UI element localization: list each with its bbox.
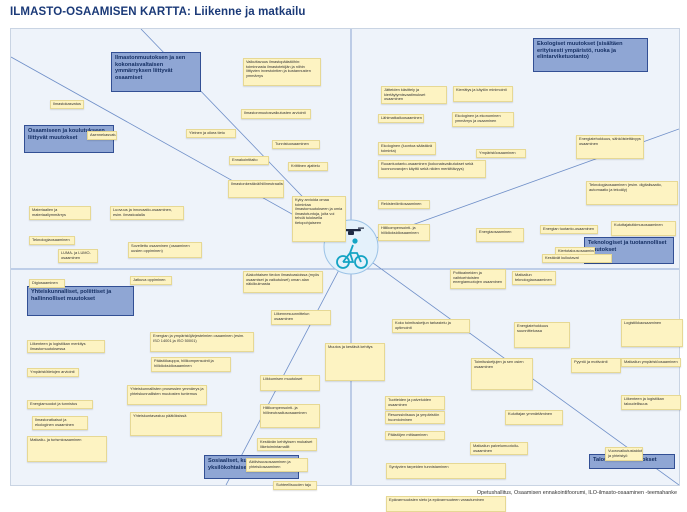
sticky-note: Yleinen ja oikea tieto (186, 129, 236, 138)
sticky-note: Koko toimitusketjun tarkastelu ja optimo… (392, 319, 470, 333)
sticky-note: Kestävät kulkutavat (542, 254, 612, 263)
sticky-note: Liikenteen ja logistiikan merkitys ilmas… (27, 340, 105, 354)
category-climate-change: Ilmastonmuutoksen ja sen kokonaisvaltais… (111, 52, 201, 92)
sticky-note: LUMA- ja LUMO-osaaminen (58, 249, 98, 263)
sticky-note: Energiatehokkuus suunnittelussa (514, 322, 570, 348)
sticky-note: Päästöjen mittaaminen (385, 431, 445, 440)
sticky-note: Syntyvien tarpeiden tunnistaminen (386, 463, 506, 479)
category-ecological: Ekologiset muutokset (sisältäen erityise… (533, 38, 648, 72)
cyclist-head (352, 238, 358, 244)
sticky-note: Matkailun teknologiaosaaminen (512, 271, 556, 285)
page-title: ILMASTO-OSAAMISEN KARTTA: Liikenne ja ma… (10, 6, 306, 18)
sticky-note: Energian ja ympäristöjärjestelmien osaam… (150, 332, 254, 352)
sticky-note: Ilmastoratkaisut ja ekologinen osaaminen (32, 416, 88, 430)
sticky-note: Vuorovaikutustaidot ja yhteistyö (605, 447, 643, 461)
footer-credit: Opetushallitus, Osaamisen ennakointifoor… (476, 490, 677, 496)
sticky-note: Suhteellisuuden taju (273, 481, 317, 490)
sticky-note: Sovellettu osaaminen (osaaminen uusien o… (128, 242, 202, 258)
sticky-note: Kyky arvioida omaa toimintaa ilmastomuut… (292, 196, 346, 242)
sticky-note: Teknologiaosaaminen (esim. digitalisaati… (586, 181, 678, 205)
sticky-note: Energiamuodot ja tunnistus (27, 400, 93, 409)
sticky-note: Hiilikompensointi- ja hiilidioksidiosaam… (378, 224, 430, 241)
sticky-note: Matkailun ympäristöosaaminen (621, 358, 681, 367)
sticky-note: Lähimatkailuosaaminen (378, 114, 424, 123)
sticky-note: Yhteiskunnallisten prosessien ymmärrys j… (127, 385, 207, 405)
category-societal: Yhteiskunnalliset, poliittiset ja hallin… (27, 286, 134, 316)
sticky-note: Hiilikompensointi- ja hiilineutraaliusos… (260, 404, 320, 428)
sticky-note: Kierrätys ja käytön minimointi (453, 86, 513, 102)
sticky-note: Polttoaineiden ja vaihtoehtoisten energi… (450, 269, 506, 289)
sticky-note: Jätteiden käsittely ja kiertäytymisvaati… (381, 86, 447, 104)
sticky-note: Rekisteröintiosaaminen (378, 200, 430, 209)
sticky-note: Energiaosaaminen (476, 228, 524, 242)
sticky-note: Tuotteiden ja palveluiden osaaminen (385, 396, 445, 410)
sticky-note: Kestävän kehityksen mukaiset liiketoimin… (257, 438, 317, 452)
sticky-note: Ympäristötietojen arviointi (27, 368, 79, 377)
sticky-note: Liikenteen ja logistiikan taloudellisuus (621, 395, 681, 410)
sticky-note: Logistiikkaosaaminen (621, 319, 683, 347)
sector-divider (225, 246, 352, 485)
sticky-note: Tunnistuosaaminen (272, 140, 320, 149)
sticky-note: Digiosaaminen (29, 279, 65, 288)
sticky-note: Muutos ja kestävä kehitys (325, 343, 385, 381)
sticky-note: Pyyntö ja motivointi (571, 358, 621, 373)
sticky-note: Kuluttajatutkimusosaaminen (611, 221, 676, 236)
sticky-note: Kriittinen ajattelu (288, 162, 328, 171)
sticky-note: Aktiivisuusosaaminen ja yhteisöosaaminen (246, 458, 308, 472)
sticky-note: Alakohtaisen tiedon ilmastoasioissa (myö… (243, 271, 323, 293)
sticky-note: Ekologinen ja ekonominen ymmärrys ja osa… (452, 112, 514, 127)
sticky-note: Ilmastonkestävä/hiilineutraalisuus (228, 180, 284, 198)
sticky-note: Teknologiaosaaminen (29, 236, 75, 245)
sticky-note: Päästökauppa, hiilikompensointi ja hiili… (151, 357, 231, 372)
sticky-note: Ilmastonmuutosvaikutusten arviointi (241, 109, 311, 119)
sticky-note: Vaikuttavuus ilmastopäästöihin: toiminna… (243, 58, 321, 86)
sticky-note: Ekologinen (luontoa säästävä toiminta) (378, 142, 436, 156)
sticky-note: Resurssiviisaus ja ympäristön huomioimin… (385, 411, 445, 425)
sticky-note: Ympäristöosaaminen (476, 149, 526, 158)
sticky-note: Liikennesuunnittelun osaaminen (271, 310, 331, 325)
cyclist-icon (336, 244, 368, 269)
sticky-note: Liikkumisen muutokset (260, 375, 320, 391)
sticky-note: Luovuus ja innovaatio-osaaminen, esim. i… (110, 206, 184, 220)
sticky-note: Matkailu- ja turismiosaaminen (27, 436, 107, 462)
sticky-note: Ilmastokasvatus (50, 100, 84, 109)
sticky-note: Energian tuotanto-osaaminen (540, 225, 598, 234)
sticky-note: Jatkuva oppiminen (130, 276, 172, 285)
sticky-note: Asennekasvatus (87, 131, 117, 140)
sticky-note: Energiatehokkuus, sähköistettävyys osaam… (576, 135, 644, 159)
sticky-note: Toimitusketjujen ja sen osien osaaminen (471, 358, 533, 390)
sticky-note: Materiaalien ja materiaaliymmärrys (29, 206, 91, 220)
sticky-note: Matkailun palvelumuotoilu-osaaminen (470, 442, 528, 456)
sticky-note: Ruoantuotanto-osaaminen (kokonaisvaikutu… (378, 160, 486, 178)
sticky-note: Kuluttajan ymmärtäminen (505, 410, 563, 425)
sticky-note: Yhteiskuntavastuu päätöksissä (130, 412, 222, 436)
sticky-note: Ennakointitaito (229, 156, 269, 165)
